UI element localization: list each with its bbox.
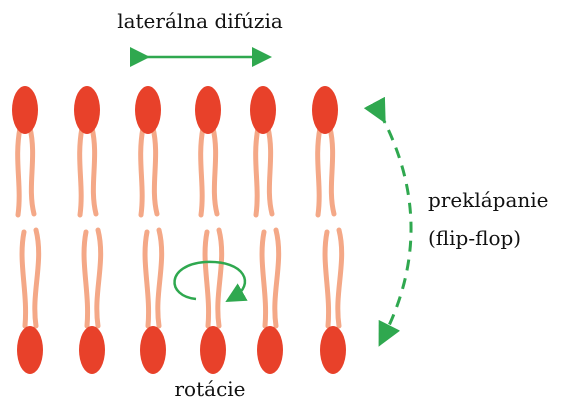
fatty-acid-tail	[18, 128, 20, 215]
polar-head	[200, 326, 226, 374]
phospholipid-upper-4	[195, 86, 221, 215]
fatty-acid-tail	[145, 232, 149, 326]
fatty-acid-tail	[330, 128, 334, 214]
fatty-acid-tail	[275, 230, 279, 326]
fatty-acid-tail	[205, 232, 209, 326]
flip-flop-arrow	[380, 113, 411, 336]
phospholipid-lower-2	[79, 230, 105, 374]
fatty-acid-tail	[84, 232, 88, 326]
phospholipid-upper-6	[312, 86, 338, 215]
upper-leaflet	[12, 86, 338, 215]
fatty-acid-tail	[141, 128, 143, 215]
fatty-acid-tail	[256, 128, 258, 215]
lower-leaflet	[17, 230, 346, 374]
polar-head	[140, 326, 166, 374]
phospholipid-lower-6	[320, 230, 346, 374]
polar-head	[12, 86, 38, 134]
fatty-acid-tail	[338, 230, 342, 326]
phospholipid-upper-5	[250, 86, 276, 215]
polar-head	[250, 86, 276, 134]
polar-head	[17, 326, 43, 374]
fatty-acid-tail	[30, 128, 34, 214]
fatty-acid-tail	[153, 128, 157, 214]
polar-head	[135, 86, 161, 134]
polar-head	[195, 86, 221, 134]
fatty-acid-tail	[218, 230, 222, 326]
polar-head	[74, 86, 100, 134]
phospholipid-lower-1	[17, 230, 43, 374]
phospholipid-upper-3	[135, 86, 161, 215]
phospholipid-lower-3	[140, 230, 166, 374]
flip-flop-sublabel: (flip-flop)	[428, 226, 521, 250]
fatty-acid-tail	[92, 128, 96, 214]
polar-head	[257, 326, 283, 374]
fatty-acid-tail	[268, 128, 272, 214]
polar-head	[320, 326, 346, 374]
phospholipid-lower-4	[200, 230, 226, 374]
fatty-acid-tail	[213, 128, 217, 214]
fatty-acid-tail	[35, 230, 39, 326]
lateral-diffusion-label: laterálna difúzia	[0, 9, 400, 33]
fatty-acid-tail	[97, 230, 101, 326]
rotation-label: rotácie	[110, 377, 310, 401]
phospholipid-lower-5	[257, 230, 283, 374]
fatty-acid-tail	[325, 232, 329, 326]
fatty-acid-tail	[158, 230, 162, 326]
polar-head	[79, 326, 105, 374]
phospholipid-upper-1	[12, 86, 38, 215]
phospholipid-upper-2	[74, 86, 100, 215]
fatty-acid-tail	[201, 128, 203, 215]
fatty-acid-tail	[262, 232, 266, 326]
polar-head	[312, 86, 338, 134]
flip-flop-label: preklápanie	[428, 188, 548, 212]
fatty-acid-tail	[80, 128, 82, 215]
fatty-acid-tail	[318, 128, 320, 215]
fatty-acid-tail	[22, 232, 26, 326]
